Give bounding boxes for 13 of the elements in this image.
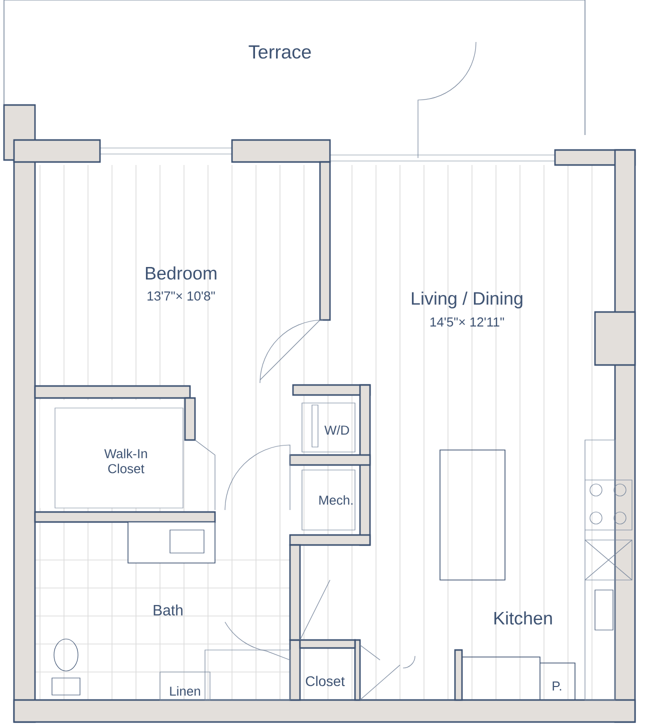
- room-label: Mech.: [319, 495, 352, 505]
- dimension-label: 13'7"× 10'8": [148, 291, 215, 301]
- dimension-label: 14'5"× 12'11": [430, 317, 504, 327]
- room-label: Walk-In Closet: [104, 448, 147, 474]
- room-label: Closet: [306, 676, 345, 686]
- room-label: P.: [552, 682, 562, 690]
- room-label: Bath: [154, 604, 182, 616]
- room-label: Linen: [170, 686, 200, 696]
- room-label: Living / Dining: [412, 292, 522, 308]
- room-label: Kitchen: [494, 611, 552, 625]
- room-label: W/D: [324, 425, 350, 435]
- room-label: Terrace: [248, 45, 311, 59]
- room-label: Bedroom: [146, 266, 216, 280]
